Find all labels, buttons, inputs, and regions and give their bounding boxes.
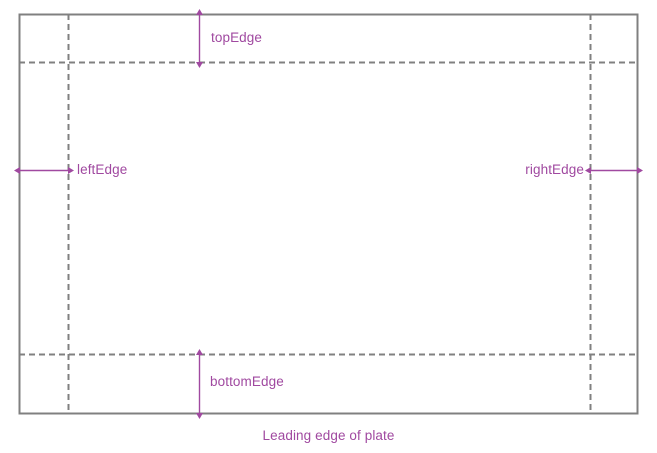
plate-outline	[18, 13, 639, 415]
left-edge-label: leftEdge	[77, 162, 128, 177]
right-edge-label: rightEdge	[525, 162, 584, 177]
leading-edge-caption: Leading edge of plate	[262, 428, 395, 443]
bottom-edge-label: bottomEdge	[210, 374, 284, 389]
top-edge-label: topEdge	[211, 30, 262, 45]
